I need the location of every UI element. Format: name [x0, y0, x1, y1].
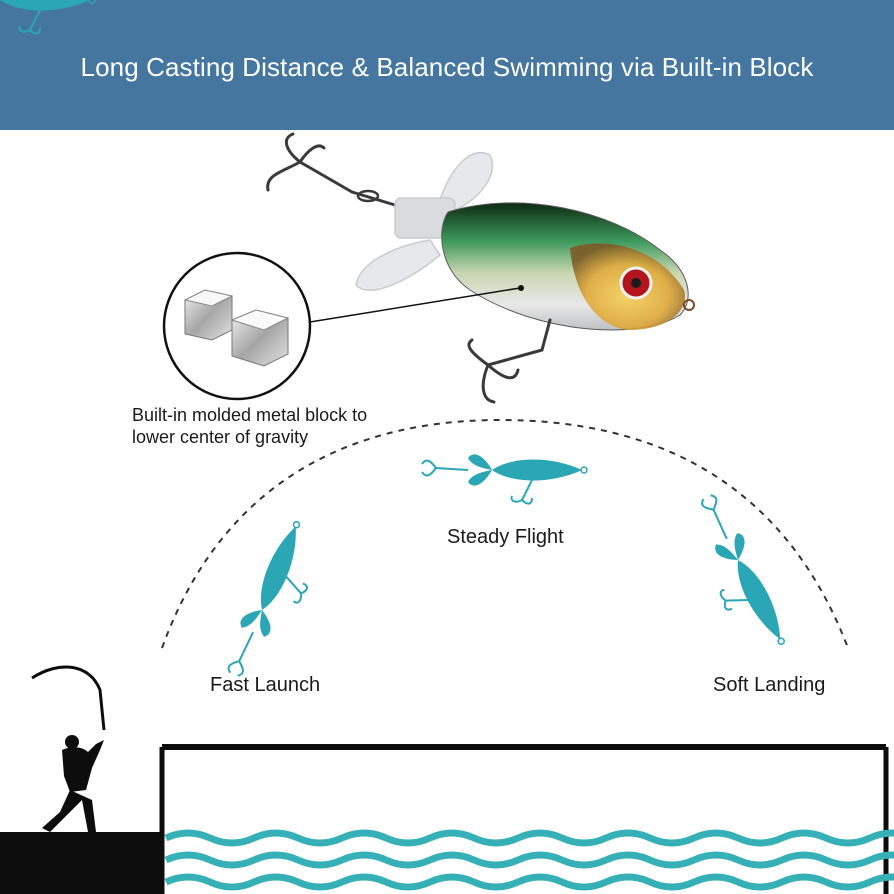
banner-title: Long Casting Distance & Balanced Swimmin… — [80, 52, 814, 82]
metal-cube-icon — [183, 289, 290, 367]
fast-launch-lure-icon — [220, 515, 330, 689]
soft-landing-lure-icon — [674, 489, 798, 661]
flight-path-arc — [161, 418, 849, 649]
lure-illustration — [266, 132, 695, 404]
metal-block-callout — [162, 251, 312, 401]
soft-landing-label: Soft Landing — [713, 674, 826, 696]
propeller-tail — [355, 152, 494, 291]
header-banner — [0, 0, 894, 130]
front-treble-hook — [266, 132, 397, 207]
steady-flight-label: Steady Flight — [447, 526, 564, 548]
fisherman-silhouette — [0, 665, 164, 894]
water-waves — [164, 829, 894, 891]
steady-flight-lure-icon — [421, 453, 588, 505]
water-tank — [159, 744, 894, 894]
metal-block-description: Built-in molded metal block to lower cen… — [132, 405, 368, 447]
callout-line — [309, 287, 521, 323]
belly-treble-hook — [467, 318, 552, 404]
fast-launch-label: Fast Launch — [210, 674, 321, 696]
